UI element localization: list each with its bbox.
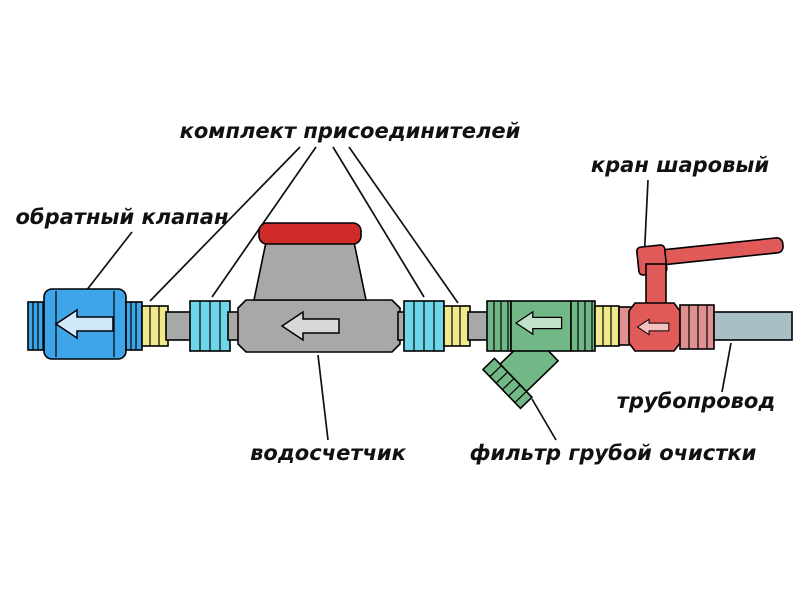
- valve-handle: [636, 237, 784, 276]
- meter-register-housing: [253, 241, 367, 301]
- adapter-body: [443, 305, 471, 347]
- label-water-meter: водосчетчик: [250, 441, 407, 465]
- label-pipeline: трубопровод: [617, 389, 776, 413]
- leader-check-valve: [85, 231, 133, 292]
- leader-connectors-3: [332, 146, 425, 298]
- filter-left-rib: [486, 300, 512, 352]
- rib-lines: [199, 301, 221, 351]
- coarse-filter: [481, 300, 596, 410]
- water-meter: [237, 222, 401, 353]
- rib-lines: [688, 305, 708, 349]
- label-check-valve: обратный клапан: [16, 205, 229, 229]
- adapter-valve-side: [594, 305, 620, 347]
- leader-lines: [85, 146, 732, 441]
- rib-lines: [577, 301, 593, 351]
- label-ball-valve: кран шаровый: [591, 153, 769, 177]
- label-connectors-kit: комплект присоединителей: [180, 119, 521, 143]
- adapter-right-outer: [443, 305, 471, 347]
- pipe-stub: [165, 311, 193, 341]
- leader-water-meter: [317, 354, 329, 441]
- union-nut-left: [189, 300, 231, 352]
- leader-filter: [531, 398, 557, 441]
- meter-red-cap: [258, 222, 362, 245]
- rib-lines: [451, 306, 461, 346]
- label-coarse-filter: фильтр грубой очистки: [470, 441, 757, 465]
- adapter-body: [594, 305, 620, 347]
- leader-pipeline: [721, 342, 732, 393]
- rib-lines: [493, 301, 509, 351]
- pipe-stub: [467, 311, 490, 341]
- leader-connectors-2: [211, 146, 317, 298]
- rib-lines: [413, 301, 435, 351]
- leader-connectors-1: [149, 146, 301, 302]
- rib-lines: [149, 306, 160, 346]
- check-valve: [27, 288, 143, 360]
- rib-lines: [602, 306, 612, 346]
- rib-lines: [130, 302, 137, 350]
- ball-valve: [618, 237, 784, 352]
- pipeline-pipe: [713, 311, 793, 341]
- valve-stem: [645, 263, 667, 307]
- rib-lines: [32, 302, 44, 350]
- check-valve-left-rib: [27, 301, 45, 351]
- adapter-left-outer: [141, 305, 169, 347]
- leader-connectors-4: [348, 146, 459, 304]
- union-nut-right: [403, 300, 445, 352]
- adapter-body: [141, 305, 169, 347]
- filter-right-rib: [570, 300, 596, 352]
- check-valve-right-rib: [125, 301, 143, 351]
- rib-lines: [489, 365, 527, 403]
- valve-right-nut: [679, 304, 715, 350]
- labels: комплект присоединителей кран шаровый об…: [16, 119, 776, 465]
